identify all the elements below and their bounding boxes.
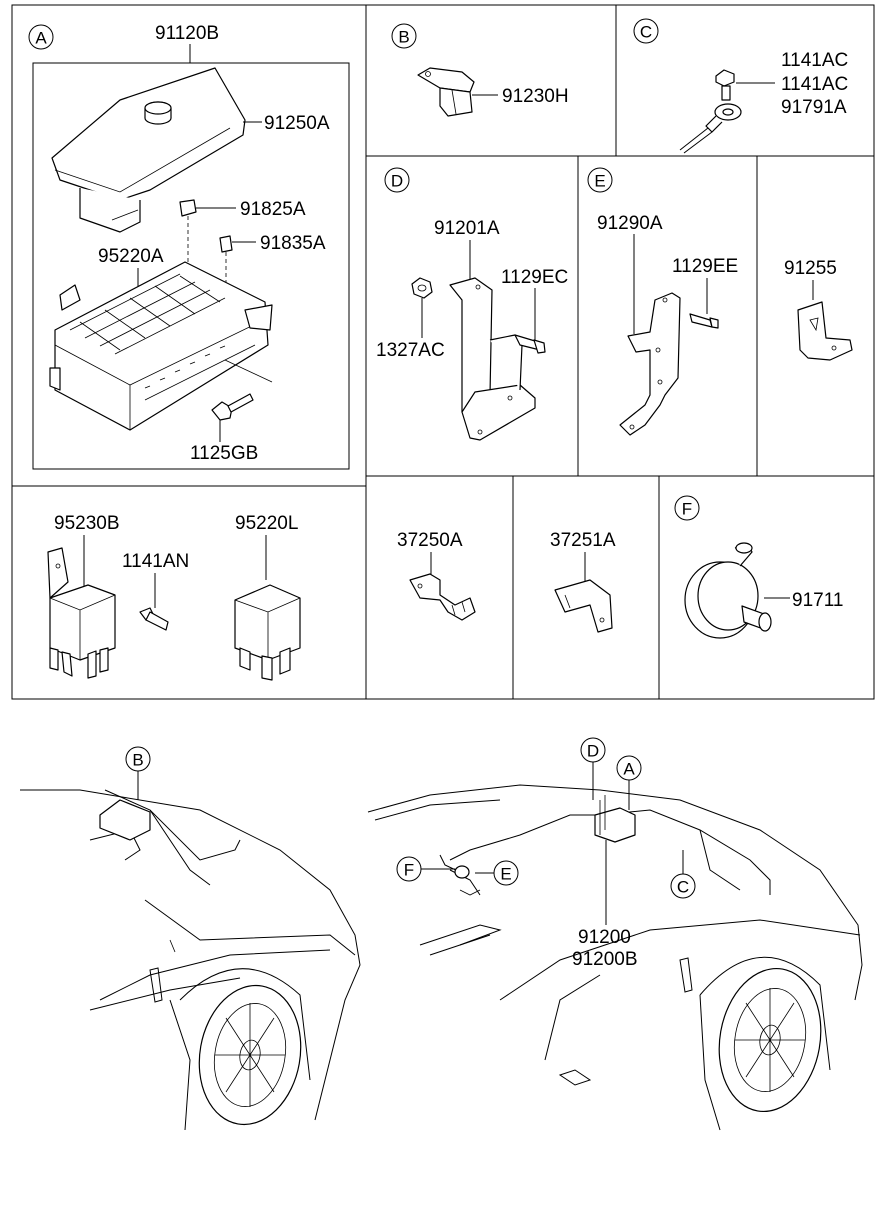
section-a-letter: A <box>35 29 47 48</box>
part-1129ee: 1129EE <box>672 256 738 277</box>
relay-95220l <box>234 584 301 681</box>
part-1141ac-2: 1141AC <box>781 74 848 95</box>
section-91255: 91255 <box>784 258 853 361</box>
fuse-91825a <box>179 199 197 217</box>
bracket-91290a <box>619 292 681 436</box>
part-37250a: 37250A <box>397 530 463 551</box>
clip-37251a <box>554 579 613 633</box>
section-f-letter: F <box>682 500 692 519</box>
screw-1141an <box>139 607 169 631</box>
grommet-91711 <box>684 542 772 639</box>
bolt-1129ec <box>514 334 546 354</box>
section-b: B 91230H <box>391 23 569 117</box>
car-view-left: B <box>20 746 361 1131</box>
callout-right-c: C <box>677 878 689 897</box>
car-view-right: D A F E C 91200 91200B <box>367 737 863 1131</box>
section-e: E 91290A 1129EE <box>587 167 738 436</box>
bolt-1129ee <box>689 313 719 329</box>
section-e-letter: E <box>594 172 605 191</box>
bolt-1141ac <box>715 69 735 101</box>
part-91120b: 91120B <box>155 23 219 44</box>
part-91825a: 91825A <box>240 199 306 220</box>
part-95220a: 95220A <box>98 246 164 267</box>
part-1141an: 1141AN <box>122 551 189 572</box>
callout-right-e: E <box>500 865 511 884</box>
sensor-91230h <box>417 67 475 117</box>
bracket-91201a <box>449 277 536 441</box>
part-91230h: 91230H <box>502 86 569 107</box>
section-b-letter: B <box>398 28 409 47</box>
bracket-91255 <box>797 301 853 361</box>
part-91255: 91255 <box>784 258 837 279</box>
part-95230b: 95230B <box>54 513 120 534</box>
harness-no-91200b: 91200B <box>572 949 638 970</box>
section-d: D 91201A 1129EC 1327AC <box>376 167 568 441</box>
part-1141ac-1: 1141AC <box>781 50 848 71</box>
callout-right-f: F <box>404 861 414 880</box>
callout-left-b: B <box>132 751 143 770</box>
bolt-1125gb <box>211 393 254 421</box>
fuse-box-body <box>49 261 273 431</box>
callout-right-d: D <box>587 742 599 761</box>
section-d-letter: D <box>391 172 403 191</box>
harness-no-91200: 91200 <box>578 927 631 948</box>
clip-37250a <box>409 573 476 621</box>
section-f: F 91711 <box>674 495 843 639</box>
section-c-letter: C <box>640 23 652 42</box>
part-91835a: 91835A <box>260 233 326 254</box>
ring-terminal-91791a <box>679 103 742 154</box>
part-1129ec: 1129EC <box>501 267 568 288</box>
part-37251a: 37251A <box>550 530 616 551</box>
fuse-box-cover <box>51 67 246 233</box>
section-c: C 1141AC 1141AC 91791A <box>633 18 848 154</box>
part-1125gb: 1125GB <box>190 443 258 464</box>
section-relays: 95230B 1141AN 95220L <box>47 513 301 681</box>
fuse-91835a <box>219 235 233 253</box>
callout-right-a: A <box>623 760 635 779</box>
part-91201a: 91201A <box>434 218 500 239</box>
section-a-marker <box>28 24 54 50</box>
relay-95230b <box>47 547 116 679</box>
part-95220l: 95220L <box>235 513 298 534</box>
part-91250a: 91250A <box>264 113 330 134</box>
part-1327ac: 1327AC <box>376 340 445 361</box>
part-91711: 91711 <box>792 590 843 611</box>
section-clips: 37250A 37251A <box>397 530 616 633</box>
nut-1327ac <box>411 277 433 299</box>
part-91290a: 91290A <box>597 213 663 234</box>
section-a: A 91120B 91250A 91825A 91835A 95220A <box>28 23 330 464</box>
part-91791a: 91791A <box>781 97 847 118</box>
grid-lines <box>11 4 875 700</box>
